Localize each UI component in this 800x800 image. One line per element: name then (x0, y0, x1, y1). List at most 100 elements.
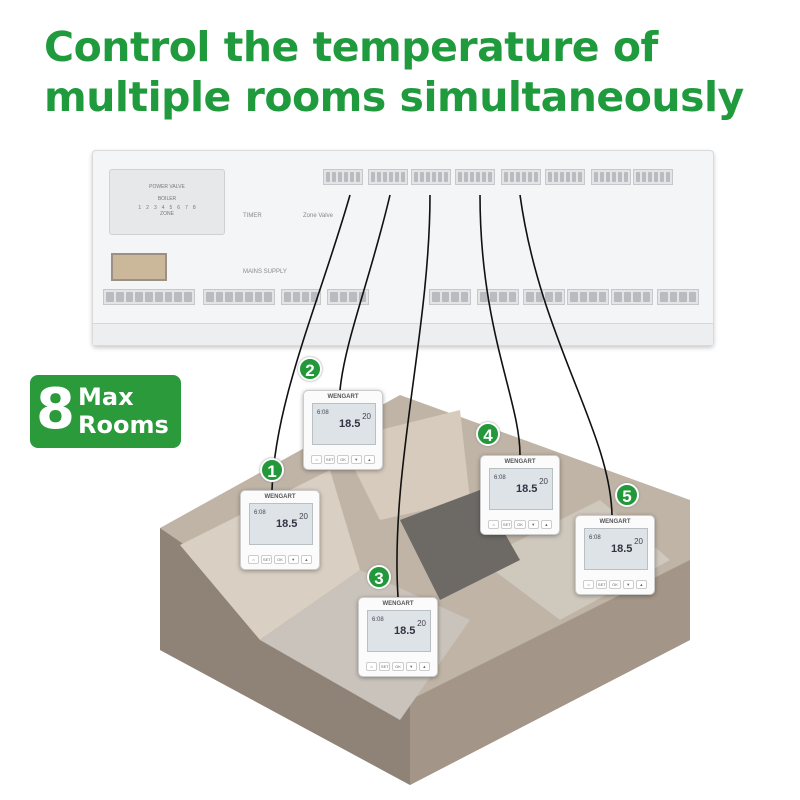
thermostat-button-3[interactable]: ▼ (287, 555, 299, 564)
bottom-terminal-3 (281, 289, 321, 305)
badge-line-2: Rooms (78, 411, 169, 439)
thermostat-button-1[interactable]: SET (261, 555, 273, 564)
thermostat-button-3[interactable]: ▼ (622, 580, 634, 589)
thermostat-button-2[interactable]: OK (392, 662, 404, 671)
thermostat-setpoint: 20 (417, 619, 426, 628)
thermostat-brand: WENGART (504, 459, 536, 465)
thermostat-button-1[interactable]: SET (596, 580, 608, 589)
room-number-4: 4 (476, 422, 500, 446)
thermostat-button-0[interactable]: ⌂ (488, 520, 500, 529)
wire-5 (519, 194, 613, 516)
thermostat-setpoint: 20 (299, 512, 308, 521)
top-terminal-1 (323, 169, 363, 185)
thermostat-button-1[interactable]: SET (379, 662, 391, 671)
wires (271, 194, 613, 598)
thermostat-temp: 18.5 (339, 418, 361, 430)
thermostat-time: 6:08 (317, 410, 329, 416)
timer-label: TIMER (243, 213, 262, 219)
thermostat-setpoint: 20 (539, 477, 548, 486)
thermostat-time: 6:08 (494, 475, 506, 481)
thermostat-setpoint: 20 (362, 412, 371, 421)
top-terminal-8 (633, 169, 673, 185)
thermostat-button-3[interactable]: ▼ (350, 455, 362, 464)
thermostat-temp: 18.5 (516, 483, 538, 495)
thermostat-button-3[interactable]: ▼ (527, 520, 539, 529)
thermostat-button-4[interactable]: ▲ (300, 555, 313, 564)
thermostat-setpoint: 20 (634, 537, 643, 546)
thermostat-button-1[interactable]: SET (324, 455, 336, 464)
thermostat-temp: 18.5 (276, 518, 298, 530)
bottom-terminal-5 (429, 289, 471, 305)
badge-line-1: Max (78, 383, 134, 411)
thermostat-button-4[interactable]: ▲ (418, 662, 431, 671)
bottom-terminal-2 (203, 289, 275, 305)
wire-1 (271, 194, 351, 491)
wire-3 (396, 194, 431, 598)
thermostat-button-2[interactable]: OK (609, 580, 621, 589)
headline-line-2: multiple rooms simultaneously (44, 73, 744, 121)
thermostat-button-2[interactable]: OK (337, 455, 349, 464)
thermostat-button-4[interactable]: ▲ (540, 520, 553, 529)
top-terminal-6 (545, 169, 585, 185)
zone-led-1: 1 (138, 205, 142, 211)
thermostat-button-2[interactable]: OK (514, 520, 526, 529)
thermostat-brand: WENGART (382, 601, 414, 607)
wire-4 (479, 194, 521, 456)
top-terminal-4 (455, 169, 495, 185)
headline-line-1: Control the temperature of (44, 23, 658, 71)
zone-led-4: 4 (161, 205, 165, 211)
room-number-3: 3 (367, 565, 391, 589)
thermostat-button-0[interactable]: ⌂ (311, 455, 323, 464)
zone-valve-label: Zone Valve (303, 213, 333, 219)
thermostat-button-4[interactable]: ▲ (635, 580, 648, 589)
bottom-terminal-8 (567, 289, 609, 305)
bottom-terminal-7 (523, 289, 565, 305)
bottom-terminal-9 (611, 289, 653, 305)
badge-number: 8 (36, 377, 75, 442)
power-valve-label: POWER VALVE (149, 184, 185, 190)
thermostat-button-3[interactable]: ▼ (405, 662, 417, 671)
boiler-label: BOILER (157, 196, 177, 202)
room-number-5: 5 (615, 483, 639, 507)
thermostat-button-2[interactable]: OK (274, 555, 286, 564)
thermostat-brand: WENGART (264, 494, 296, 500)
thermostat-button-0[interactable]: ⌂ (366, 662, 378, 671)
top-terminal-5 (501, 169, 541, 185)
thermostat-brand: WENGART (599, 519, 631, 525)
headline: Control the temperature of multiple room… (44, 22, 744, 122)
zone-led-6: 6 (177, 205, 181, 211)
wire-2 (339, 194, 391, 391)
thermostat-button-0[interactable]: ⌂ (583, 580, 595, 589)
mains-label: MAINS SUPPLY (243, 269, 287, 275)
thermostat-temp: 18.5 (611, 543, 633, 555)
zone-led-7: 7 (185, 205, 188, 211)
zone-led-5: 5 (169, 205, 173, 211)
thermostat-temp: 18.5 (394, 625, 416, 637)
zone-led-2: 2 (146, 205, 149, 211)
thermostat-button-1[interactable]: SET (501, 520, 513, 529)
thermostat-time: 6:08 (589, 535, 601, 541)
thermostat-time: 6:08 (372, 617, 384, 623)
thermostat-time: 6:08 (254, 510, 266, 516)
thermostat-brand: WENGART (327, 394, 359, 400)
thermostat-button-4[interactable]: ▲ (363, 455, 376, 464)
zone-label: ZONE (160, 211, 174, 217)
bottom-terminal-1 (103, 289, 195, 305)
thermostat-button-0[interactable]: ⌂ (248, 555, 260, 564)
bottom-terminal-10 (657, 289, 699, 305)
